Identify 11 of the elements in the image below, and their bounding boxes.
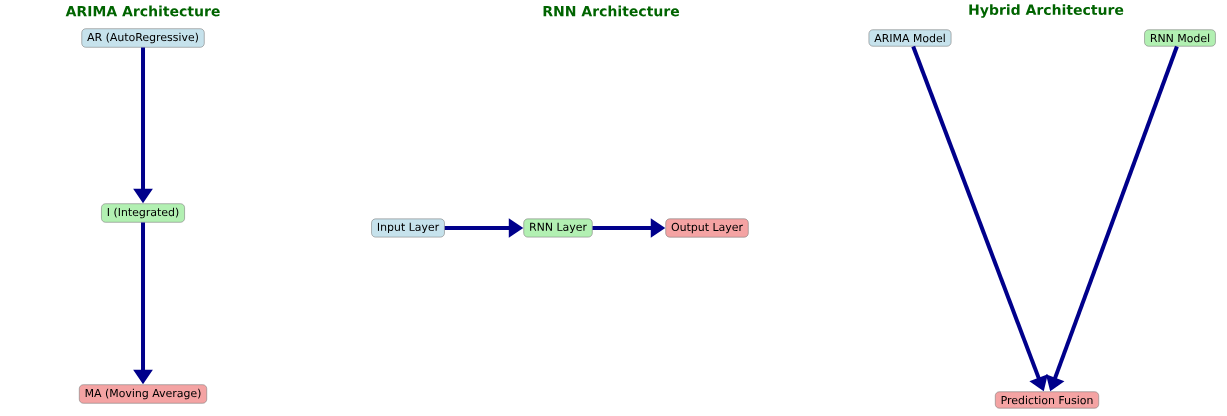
- process-box: Input Layer: [371, 218, 445, 238]
- process-box: RNN Model: [1144, 29, 1216, 47]
- process-box: Prediction Fusion: [995, 391, 1099, 409]
- process-box: AR (AutoRegressive): [81, 28, 205, 48]
- process-box: ARIMA Model: [868, 29, 952, 47]
- process-box: I (Integrated): [101, 203, 185, 223]
- panel-title: RNN Architecture: [543, 5, 680, 17]
- process-box: RNN Layer: [523, 218, 593, 238]
- panel-title: Hybrid Architecture: [969, 4, 1124, 18]
- process-box: Output Layer: [665, 218, 749, 238]
- process-box: MA (Moving Average): [79, 384, 207, 404]
